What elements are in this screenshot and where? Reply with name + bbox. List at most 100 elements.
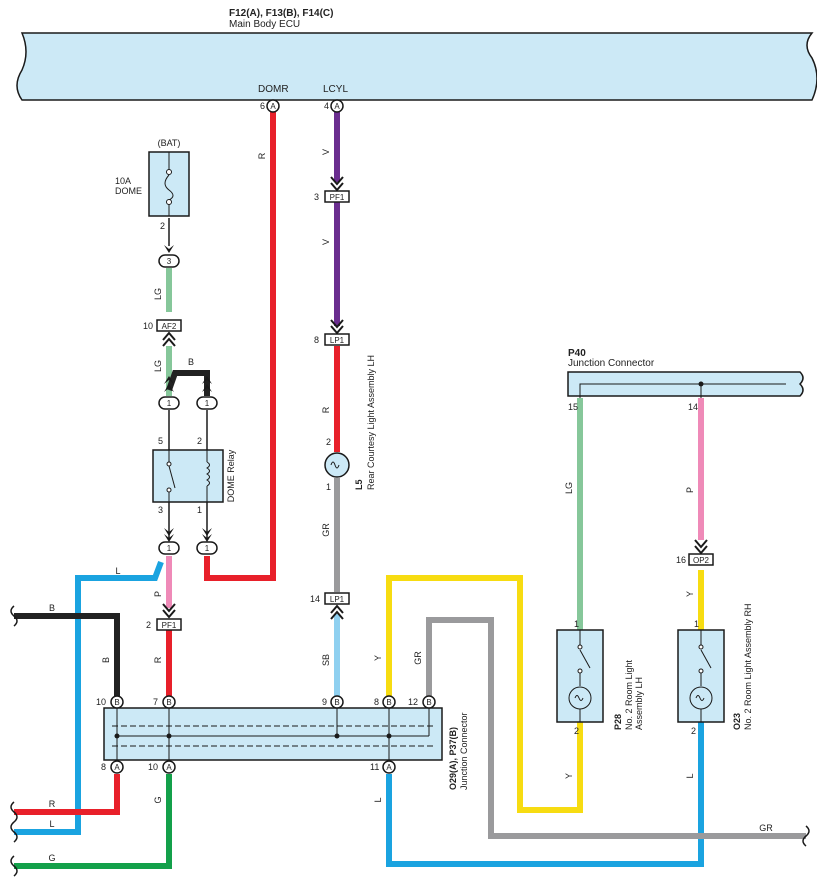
fuse-rating: 10A (115, 176, 131, 186)
wire-b-left (14, 613, 120, 697)
o23-switch-blade (700, 649, 712, 669)
o23-switch-node-bottom (698, 668, 704, 674)
connector-af2-label: AF2 (162, 322, 177, 331)
p28-pin-2: 2 (574, 726, 579, 736)
o23-pin-1: 1 (694, 619, 699, 629)
junction-o29-dot-2 (166, 733, 172, 739)
connector-pf1-top-label: PF1 (330, 193, 345, 202)
wire-label-l-relay: L (115, 566, 120, 576)
relay-switch-node-bottom (166, 487, 172, 493)
p40-bus (579, 383, 786, 398)
connector-op2-arrow-icon (694, 539, 708, 555)
relay-switch-blade (168, 465, 176, 489)
connector-lp1-top-label: LP1 (330, 336, 345, 345)
connector-pf1-bottom-body (156, 618, 182, 631)
junction-o29-bottom-pin-1-circle (110, 760, 124, 774)
junction-o29-bottom-pin-2-num: 10 (148, 762, 158, 772)
break-mark-gr (802, 825, 810, 847)
arrow-down-c3 (164, 245, 174, 253)
oval-connector-1c-label: 1 (167, 544, 172, 553)
connector-lp1-bottom-label: LP1 (330, 595, 345, 604)
main-body-ecu-box (16, 32, 817, 101)
junction-o29-dot-4 (386, 733, 392, 739)
junction-o29-top-pin-2-num: 7 (153, 697, 158, 707)
connector-pf1-bottom: PF1 2 (146, 603, 182, 631)
o23-name: No. 2 Room Light Assembly RH (743, 603, 753, 730)
wire-label-p-relay: P (153, 591, 163, 597)
arrow-up-c1b (202, 376, 212, 384)
lamp-l5-pin-2: 2 (326, 437, 331, 447)
junction-o29-top-pin-5-conn: B (426, 698, 431, 707)
connector-pf1-top-pin: 3 (314, 192, 319, 202)
wire-label-sb: SB (321, 654, 331, 666)
wire-label-g-bottom: G (48, 853, 55, 863)
wire-label-r-lamp: R (321, 406, 331, 413)
o23-switch-node-top (698, 644, 704, 650)
junction-o29-top-pin-4-num: 8 (374, 697, 379, 707)
junction-o29-top-pin-4: B 8 (374, 695, 396, 709)
lamp-l5-name: Rear Courtesy Light Assembly LH (366, 355, 376, 490)
wire-label-v-mid: V (321, 239, 331, 245)
wire-l-relay (14, 560, 164, 835)
oval-connector-1a: 1 (158, 396, 180, 410)
relay-pin-5: 5 (158, 436, 163, 446)
arrow-up-c1b-2 (202, 384, 212, 392)
lamp-l5-pin-1: 1 (326, 482, 331, 492)
wire-label-r-bottom: R (49, 799, 56, 809)
wire-label-y-p28: Y (564, 773, 574, 779)
ecu-title: F12(A), F13(B), F14(C) (229, 8, 333, 19)
oval-connector-3-body (158, 254, 180, 268)
arrow-down-c1c (164, 528, 174, 536)
junction-o29-bottom-pin-1: A 8 (101, 760, 124, 774)
junction-o29-ref: O29(A), P37(B) (448, 727, 458, 790)
wire-label-lg-top: LG (153, 288, 163, 300)
ecu-subtitle: Main Body ECU (229, 19, 300, 30)
p28-switch-node-bottom (577, 668, 583, 674)
p28-switch-blade (579, 649, 591, 669)
connector-op2-pin: 16 (676, 555, 686, 565)
wire-labels: R V V R GR SB LG LG B L P R B B Y GR LG … (48, 149, 773, 863)
lamp-l5-ref: L5 (354, 479, 364, 490)
o23-pin-2: 2 (691, 726, 696, 736)
junction-o29-top-pin-2-circle (162, 695, 176, 709)
oval-connector-1b-label: 1 (205, 399, 210, 408)
connector-pf1-top-arrow-icon (330, 176, 344, 192)
connector-af2-pin: 10 (143, 321, 153, 331)
connector-pf1-top: PF1 3 (314, 176, 350, 203)
wire-label-gr-junction: GR (413, 651, 423, 665)
p28-name-line1: No. 2 Room Light (624, 659, 634, 730)
break-mark-l (10, 821, 18, 843)
arrow-up-c1a (164, 376, 174, 384)
o23-filament-icon (695, 695, 705, 701)
arrow-down-c1d-2 (202, 534, 212, 542)
relay-name: DOME Relay (226, 449, 236, 502)
wire-label-y-o23: Y (685, 591, 695, 597)
p28-switch-node-top (577, 644, 583, 650)
oval-connector-1c: 1 (158, 541, 180, 555)
junction-o29-top-pin-1: B 10 (96, 695, 124, 709)
junction-o29-top-pin-5: B 12 (408, 695, 436, 709)
junction-o29-top-pin-3-circle (330, 695, 344, 709)
wire-g-bottom (14, 774, 172, 869)
wire-label-b-left: B (49, 603, 55, 613)
oval-connector-1b: 1 (196, 396, 218, 410)
wire-label-gr-right: GR (759, 823, 773, 833)
connector-af2-body (156, 319, 182, 332)
connector-pf1-bottom-arrow-icon (162, 603, 176, 619)
wires (14, 112, 806, 869)
o23-internals (689, 630, 713, 722)
connector-lp1-top-pin: 8 (314, 335, 319, 345)
wire-label-p-p40: P (685, 487, 695, 493)
lamp-l5-filament-icon (330, 461, 340, 469)
bat-label: (BAT) (158, 138, 181, 148)
ecu-pin-lcyl-name: LCYL (323, 84, 348, 95)
junction-o29-dot-3 (334, 733, 340, 739)
wire-label-r-domr: R (257, 152, 267, 159)
wire-label-gr-lamp: GR (321, 523, 331, 537)
fuse-pin: 2 (160, 221, 165, 231)
junction-o29-bottom-pin-2: A 10 (148, 760, 176, 774)
p40-pin-14: 14 (688, 402, 698, 412)
junction-o29-top-pin-2-conn: B (166, 698, 171, 707)
connector-lp1-bottom-pin: 14 (310, 594, 320, 604)
junction-o29-dot-1 (114, 733, 120, 739)
